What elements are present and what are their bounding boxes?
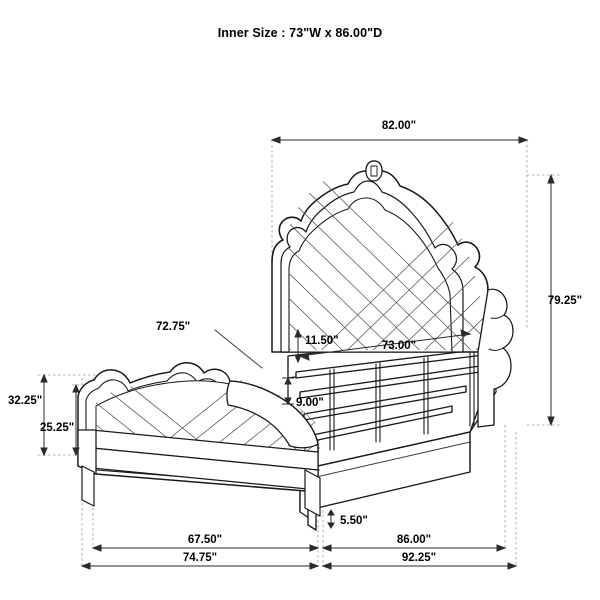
dim-label-leg-clearance: 5.50"	[340, 515, 368, 527]
dim-bottom-row2	[80, 562, 518, 570]
dim-footboard-panel-height	[72, 383, 80, 457]
dimension-lines	[40, 136, 555, 570]
dim-slat-gap	[282, 376, 294, 406]
dim-right-height	[547, 173, 555, 427]
dim-leg-clearance	[327, 509, 335, 529]
dim-label-top-width: 82.00"	[382, 120, 416, 132]
dim-label-overall-length: 92.25"	[402, 552, 436, 564]
dim-label-slat-gap: 9.00"	[296, 397, 324, 409]
dim-label-footboard-panel-height: 25.25"	[40, 422, 74, 434]
dim-label-footboard-height: 32.25"	[8, 395, 42, 407]
dim-label-rail-height: 11.50"	[305, 335, 339, 347]
dim-label-rail-length: 72.75"	[156, 321, 190, 333]
dimension-labels: 82.00" 79.25" 73.00" 11.50" 9.00" 72.75"…	[8, 120, 582, 564]
bed-illustration	[77, 160, 514, 531]
dim-label-footboard-outer-width: 74.75"	[183, 552, 217, 564]
dim-rail-height	[294, 328, 302, 364]
dim-label-inner-width: 73.00"	[382, 340, 416, 352]
dim-top-width	[270, 136, 529, 144]
dim-label-footboard-width: 67.50"	[188, 534, 222, 546]
page-title: Inner Size : 73"W x 86.00"D	[217, 26, 383, 40]
headboard	[271, 160, 514, 428]
dim-footboard-height	[40, 373, 48, 457]
dim-label-right-height: 79.25"	[548, 295, 582, 307]
dim-bottom-row1	[91, 544, 507, 552]
headboard-right-post	[477, 288, 514, 428]
dim-label-bed-length: 86.00"	[397, 534, 431, 546]
dim-inner-width	[298, 329, 472, 361]
footboard	[77, 362, 321, 517]
